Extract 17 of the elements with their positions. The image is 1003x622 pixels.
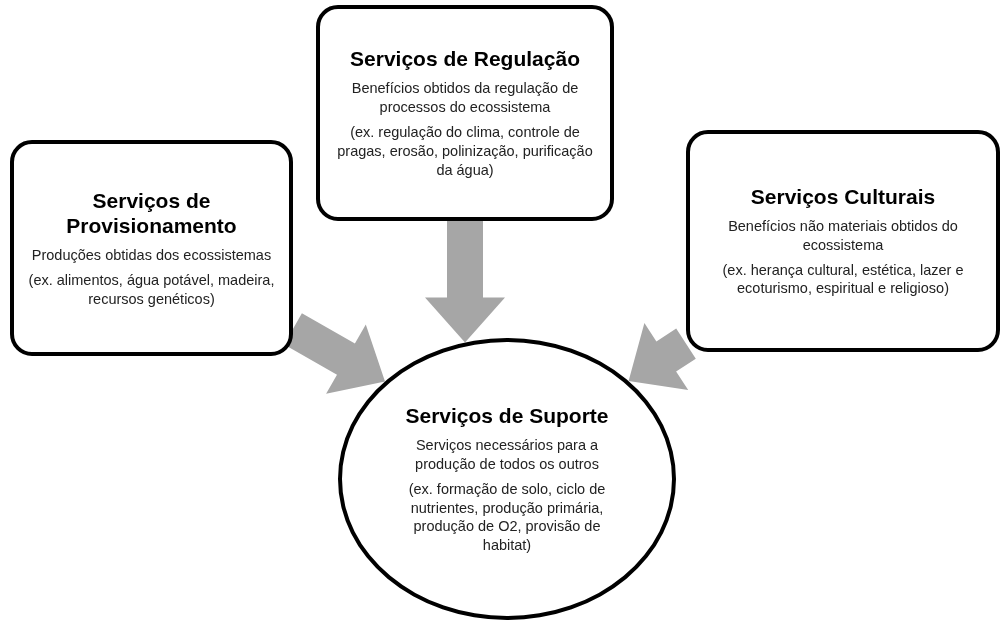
node-description: Serviços necessários para a produção de todos os outros (414, 436, 600, 474)
process-box (316, 5, 614, 221)
node-examples: (ex. formação de solo, ciclo de nutrientes, produção primária, produção de O2, provisão de habitat) (407, 479, 607, 556)
node-examples: (ex. regulação do clima, controle de pragas, erosão, polinização, purificação da água) (336, 123, 594, 180)
node-title: Serviços de Provisionamento (65, 187, 238, 238)
node-title: Serviços de Regulação (350, 46, 580, 72)
node-title: Serviços Culturais (750, 183, 936, 209)
block-arrow (425, 221, 505, 343)
node-examples: (ex. herança cultural, estética, lazer e ecoturismo, espiritual e religioso) (721, 260, 965, 299)
node-examples: (ex. alimentos, água potável, madeira, recursos genéticos) (27, 270, 276, 309)
process-box (686, 130, 1000, 352)
node-description: Benefícios não materiais obtidos do ecossistema (727, 216, 959, 255)
node-description: Benefícios obtidos da regulação de processos do ecossistema (350, 79, 580, 118)
node-title: Serviços de Suporte (405, 402, 609, 429)
block-arrow (628, 323, 696, 390)
process-box (10, 140, 293, 356)
node-description: Produções obtidas dos ecossistemas (31, 245, 272, 265)
